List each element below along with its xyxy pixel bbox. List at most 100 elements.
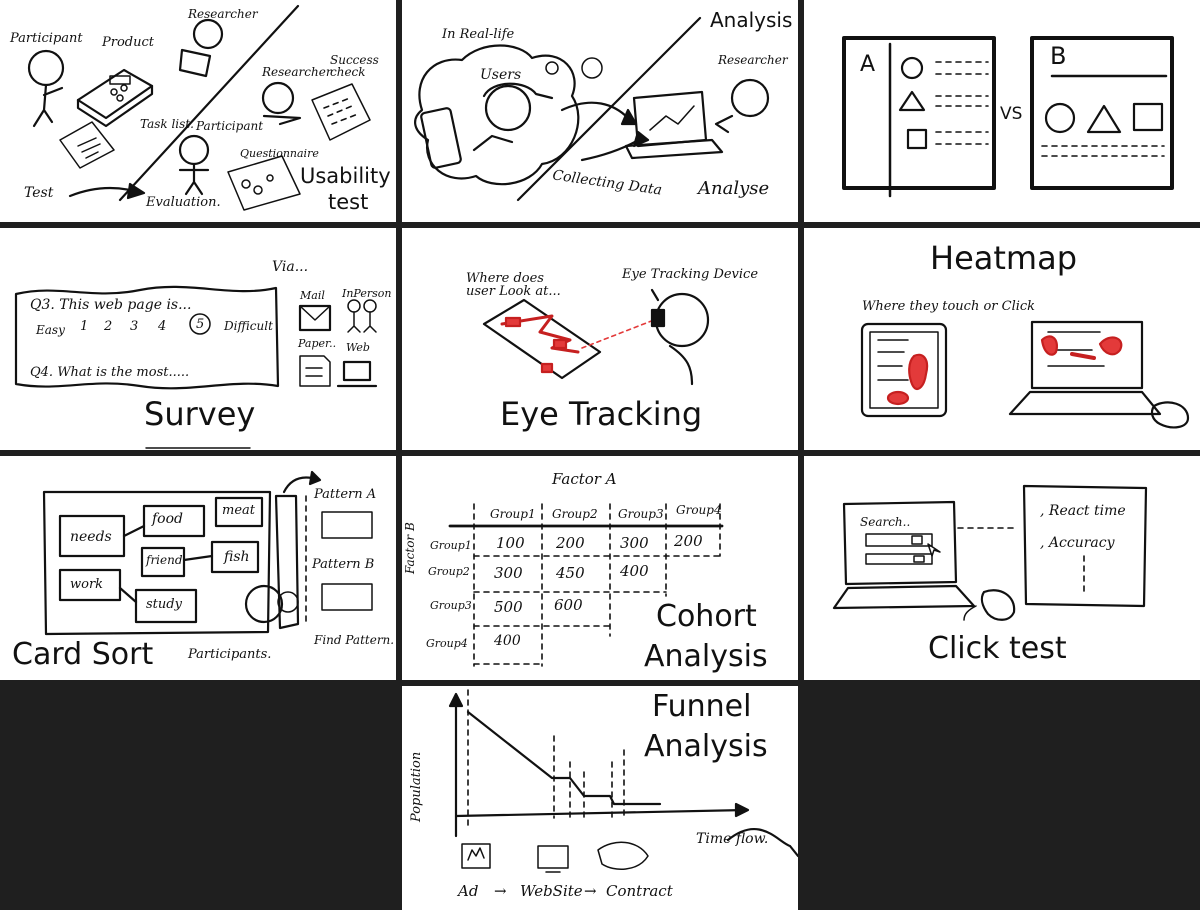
col-header-4: Group4 [676,503,722,517]
col-header-2: Group2 [552,507,598,521]
label-where-look: Where does user Look at... [466,271,561,299]
eye-tracking-sketch [482,288,710,386]
click-test-sketch [832,484,1148,621]
label-easy: Easy [36,323,65,337]
label-ad: Ad [458,882,479,900]
arrow-1: → [494,882,507,900]
scale-3: 3 [130,319,139,334]
heatmap-panel: Heatmap Where they touch or Click [804,228,1200,450]
usability-title-line1: Usability [300,164,391,188]
row-header-4: Group4 [426,637,468,650]
label-paper: Paper.. [298,337,337,350]
cohort-title-line2: Analysis [644,639,768,674]
ab-test-sketch [842,36,1174,198]
label-pattern-b: Pattern B [312,557,375,572]
funnel-title-line1: Funnel [652,689,752,724]
cell-2-2: 450 [556,564,585,582]
card-needs: needs [70,529,112,545]
label-participants: Participants. [188,647,272,662]
heatmap-sketch [860,320,1190,429]
card-sort-panel: needs food meat friend fish work study P… [0,456,396,680]
label-in-person: InPerson [342,287,392,300]
label-participant-2: Participant [196,119,264,133]
analysis-title: Analysis [710,8,793,32]
label-website: WebSite [520,882,583,900]
eye-tracking-title: Eye Tracking [500,395,703,433]
eye-tracking-panel: Where does user Look at... Eye Tracking … [402,228,798,450]
arrow-2: → [584,882,597,900]
card-friend: friend [146,553,183,567]
usability-test-sketch [27,4,371,211]
click-test-panel: Search.. , React time , Accuracy Click t… [804,456,1200,680]
survey-q3: Q3. This web page is... [30,297,192,313]
label-test: Test [24,185,54,201]
cell-1-2: 200 [556,534,585,552]
label-analyse: Analyse [698,178,770,199]
label-researcher-2: Researcher [262,65,332,79]
label-researcher: Researcher [718,53,788,67]
label-task-list: Task list. [140,117,194,131]
label-eye-tracking-device: Eye Tracking Device [622,267,759,282]
label-factor-a: Factor A [552,470,617,488]
cell-2-3: 400 [620,562,649,580]
label-find-pattern: Find Pattern. [314,633,395,647]
label-search: Search.. [860,515,911,529]
label-web: Web [346,341,370,354]
label-difficult: Difficult [224,319,273,333]
axis-label-population: Population [409,751,424,822]
label-react-time: , React time [1040,503,1126,519]
survey-q4: Q4. What is the most..... [30,365,190,380]
scale-2: 2 [104,319,113,334]
funnel-title-line2: Analysis [644,729,768,764]
cell-2-1: 300 [494,564,523,582]
survey-sketch [14,285,378,449]
label-mail: Mail [300,289,325,302]
analysis-panel: Analysis In Real-life Users Researcher C… [402,0,798,222]
row-header-1: Group1 [430,539,472,552]
card-sort-sketch [42,470,373,636]
label-researcher: Researcher [188,7,258,21]
col-header-1: Group1 [490,507,536,521]
cohort-title-line1: Cohort [656,599,757,634]
scale-5: 5 [196,317,205,332]
card-work: work [70,577,104,592]
card-fish: fish [224,549,250,565]
label-success-check: Success check [330,53,379,79]
label-pattern-a: Pattern A [314,487,377,502]
cohort-analysis-panel: Factor A Factor B Group1 Group2 Group3 G… [402,456,798,680]
label-evaluation: Evaluation. [146,195,221,210]
analysis-sketch [414,16,770,202]
funnel-analysis-sketch [448,689,798,873]
usability-title-line2: test [328,190,369,214]
usability-test-panel: Participant Product Researcher Researche… [0,0,396,222]
row-header-3: Group3 [430,599,472,612]
survey-panel: Via... Q3. This web page is... Easy 1 2 … [0,228,396,450]
axis-label-time-flow: Time flow. [696,831,769,847]
row-header-2: Group2 [428,565,470,578]
label-participant: Participant [10,31,83,46]
label-in-real-life: In Real-life [442,27,515,42]
label-questionnaire: Questionnaire [240,147,319,160]
survey-title: Survey [144,395,256,433]
label-vs: VS [1000,104,1023,124]
ab-test-panel: A B VS [804,0,1200,222]
card-meat: meat [222,503,255,518]
label-factor-b: Factor B [403,522,417,574]
cell-1-4: 200 [674,532,703,550]
click-test-title: Click test [928,631,1067,666]
card-study: study [146,597,182,612]
col-header-3: Group3 [618,507,664,521]
label-where-touch: Where they touch or Click [862,299,1036,314]
cell-1-1: 100 [496,534,525,552]
cell-3-1: 500 [494,598,523,616]
funnel-analysis-panel: Funnel Analysis Population Time flow. Ad… [402,686,798,910]
scale-4: 4 [158,319,167,334]
cohort-table-lines [448,503,724,667]
label-contract: Contract [606,882,673,900]
label-product: Product [102,35,154,50]
heatmap-title: Heatmap [930,239,1077,277]
label-accuracy: , Accuracy [1040,535,1115,551]
label-users: Users [480,67,522,83]
label-via: Via... [272,259,309,275]
cell-4-1: 400 [494,633,521,649]
